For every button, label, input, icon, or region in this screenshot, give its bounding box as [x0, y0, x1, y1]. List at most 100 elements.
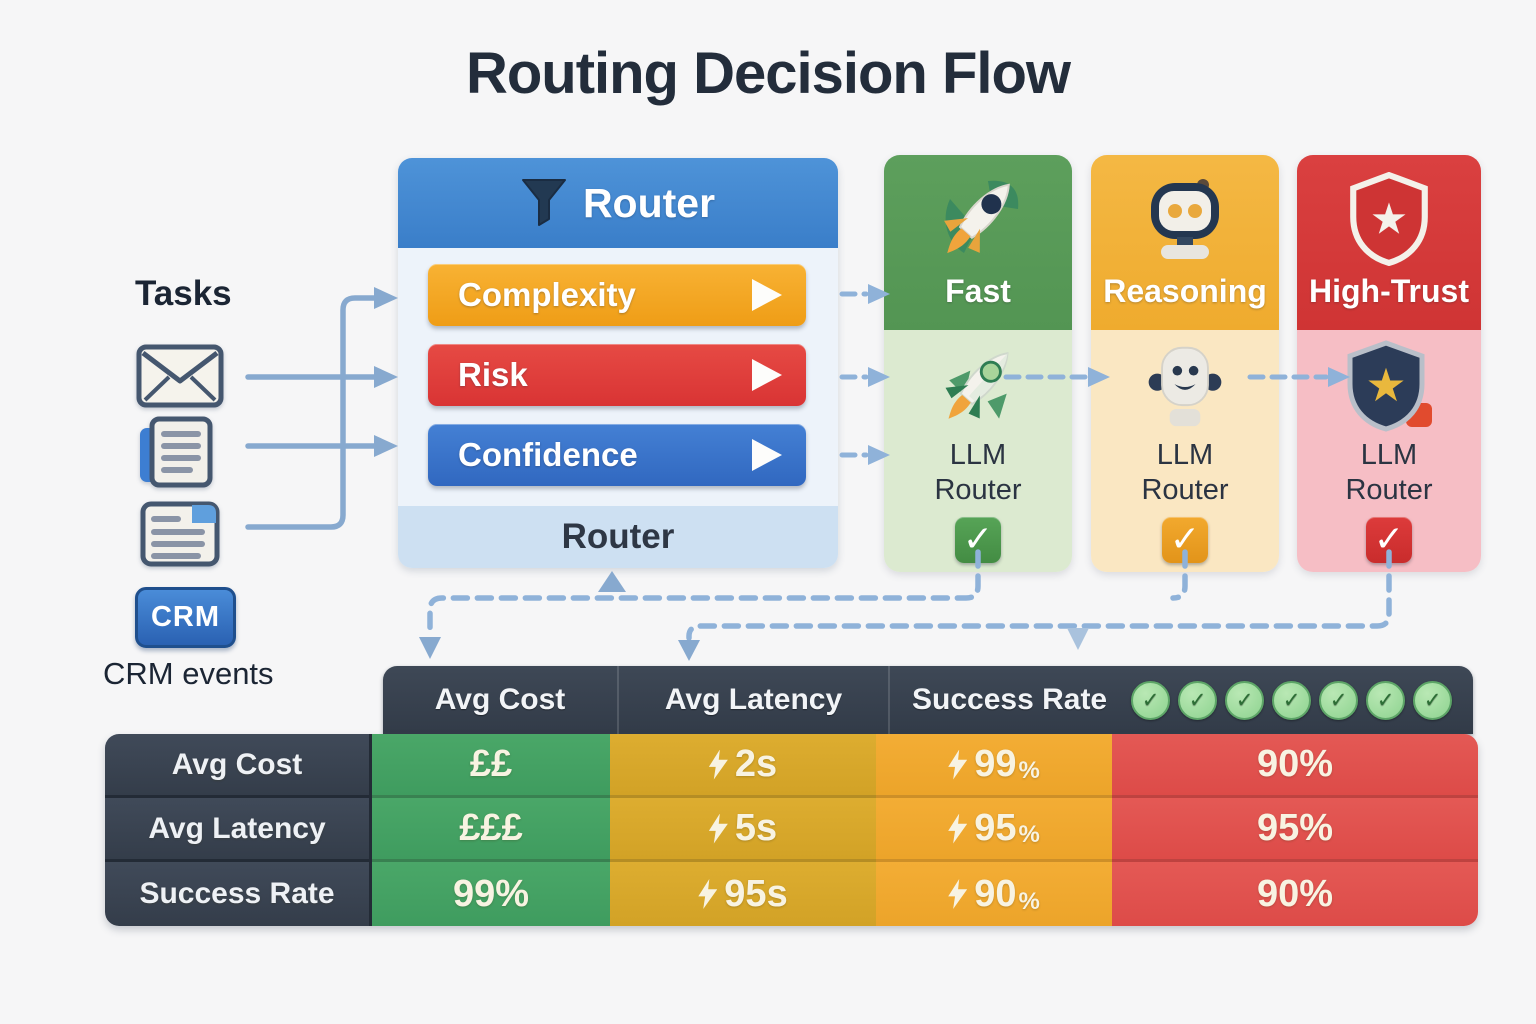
- orange-checkbox-icon: [1162, 516, 1208, 563]
- lane-reasoning-header: Reasoning: [1091, 155, 1279, 330]
- svg-text:★: ★: [1370, 194, 1408, 244]
- trust-value: 90%: [1256, 743, 1334, 785]
- cost-value: 99%: [452, 872, 530, 915]
- lane-fast: Fast LLM Router: [884, 155, 1072, 572]
- check-circle-icon: ✓: [1272, 680, 1312, 720]
- latency-cell: 95s: [610, 862, 876, 926]
- document-icon: [140, 416, 213, 488]
- green-checkbox-icon: [955, 516, 1001, 563]
- header-checks: ✓✓✓✓✓✓✓: [1131, 680, 1453, 720]
- router-header-label: Router: [582, 179, 716, 226]
- feedback-arrowheads: [419, 571, 1089, 661]
- bolt-icon: [708, 813, 728, 844]
- complexity-label: Complexity: [458, 276, 636, 313]
- bolt-icon: [948, 813, 968, 844]
- header-success-rate-label: Success Rate: [912, 683, 1108, 716]
- rocket-icon: [930, 171, 1026, 267]
- check-circle-icon: ✓: [1178, 680, 1218, 720]
- confidence-bar: Confidence: [428, 424, 806, 486]
- crm-badge: CRM: [135, 587, 236, 648]
- success-value: 95: [974, 807, 1017, 849]
- check-circle-icon: ✓: [1413, 680, 1453, 720]
- success-cell: 95%: [876, 798, 1112, 862]
- header-avg-latency: Avg Latency: [617, 666, 888, 734]
- trust-cell: 95%: [1112, 798, 1478, 862]
- success-value: 90: [974, 872, 1017, 915]
- robot-icon: [1137, 171, 1233, 267]
- header-avg-cost: Avg Cost: [434, 683, 566, 716]
- lane-reasoning-body: LLM Router: [1091, 330, 1279, 572]
- risk-bar: Risk: [428, 344, 806, 406]
- router-header: Router: [398, 158, 838, 248]
- robot-icon: [1139, 338, 1231, 434]
- play-arrow-icon: [752, 279, 782, 311]
- header-success-rate: Success Rate ✓✓✓✓✓✓✓: [888, 666, 1473, 734]
- lane-fast-header: Fast: [884, 155, 1072, 330]
- shield-icon: ★: [1342, 338, 1436, 434]
- row-label: Avg Cost: [105, 734, 372, 798]
- rocket-icon: [932, 338, 1024, 434]
- lane-hightrust-body: ★ LLM Router: [1297, 330, 1481, 572]
- latency-value: 2s: [734, 743, 778, 785]
- play-arrow-icon: [752, 439, 782, 471]
- play-arrow-icon: [752, 359, 782, 391]
- lane-fast-title: Fast: [945, 273, 1011, 309]
- trust-cell: 90%: [1112, 862, 1478, 926]
- cost-cell: 99%: [372, 862, 610, 926]
- lane-hightrust-model-label: LLM Router: [1345, 439, 1433, 507]
- success-unit: %: [1018, 888, 1040, 915]
- trust-value: 95%: [1256, 807, 1334, 849]
- success-unit: %: [1018, 821, 1040, 848]
- lane-fast-body: LLM Router: [884, 330, 1072, 572]
- risk-label: Risk: [458, 356, 528, 393]
- check-circle-icon: ✓: [1131, 680, 1171, 720]
- crm-events-caption: CRM events: [103, 656, 274, 691]
- latency-cell: 2s: [610, 734, 876, 798]
- svg-text:★: ★: [1365, 358, 1406, 412]
- cost-cell: £££: [372, 798, 610, 862]
- check-circle-icon: ✓: [1225, 680, 1265, 720]
- success-value: 99: [974, 743, 1017, 785]
- task-input-arrowheads: [374, 287, 398, 457]
- check-circle-icon: ✓: [1319, 680, 1359, 720]
- lane-hightrust-title: High-Trust: [1309, 273, 1469, 309]
- bolt-icon: [708, 749, 728, 780]
- metrics-table-body: Avg Cost ££ 2s 99% 90% Avg Latency £££ 5…: [105, 734, 1478, 926]
- check-circle-icon: ✓: [1366, 680, 1406, 720]
- cost-cell: ££: [372, 734, 610, 798]
- bolt-icon: [698, 879, 718, 909]
- success-cell: 90%: [876, 862, 1112, 926]
- row-label: Success Rate: [105, 862, 372, 926]
- bolt-icon: [948, 879, 968, 909]
- trust-value: 90%: [1256, 872, 1334, 915]
- metrics-table-header: Avg Cost Avg Latency Success Rate ✓✓✓✓✓✓…: [383, 666, 1473, 734]
- complexity-bar: Complexity: [428, 264, 806, 326]
- note-icon: [140, 501, 220, 567]
- shield-icon: ★: [1346, 171, 1432, 267]
- trust-cell: 90%: [1112, 734, 1478, 798]
- success-unit: %: [1018, 757, 1040, 784]
- latency-value: 95s: [724, 872, 788, 915]
- lane-hightrust: ★ High-Trust ★ LLM Router: [1297, 155, 1481, 572]
- lane-fast-model-label: LLM Router: [934, 439, 1022, 507]
- lane-reasoning: Reasoning LLM Router: [1091, 155, 1279, 572]
- lane-reasoning-title: Reasoning: [1103, 273, 1267, 309]
- lane-reasoning-model-label: LLM Router: [1141, 439, 1229, 507]
- red-checkbox-icon: [1366, 516, 1412, 563]
- confidence-label: Confidence: [458, 436, 638, 473]
- funnel-icon: [521, 179, 566, 226]
- latency-value: 5s: [734, 807, 778, 849]
- router-box: Router Complexity Risk Confidence Router: [398, 158, 838, 568]
- router-footer-label: Router: [398, 506, 838, 568]
- row-label: Avg Latency: [105, 798, 372, 862]
- page-title: Routing Decision Flow: [465, 41, 1071, 106]
- tasks-heading: Tasks: [135, 274, 232, 313]
- bolt-icon: [948, 749, 968, 780]
- success-cell: 99%: [876, 734, 1112, 798]
- task-input-lines: [245, 295, 377, 530]
- email-icon: [136, 344, 224, 408]
- cost-value: ££: [469, 743, 513, 785]
- cost-value: £££: [459, 807, 523, 849]
- latency-cell: 5s: [610, 798, 876, 862]
